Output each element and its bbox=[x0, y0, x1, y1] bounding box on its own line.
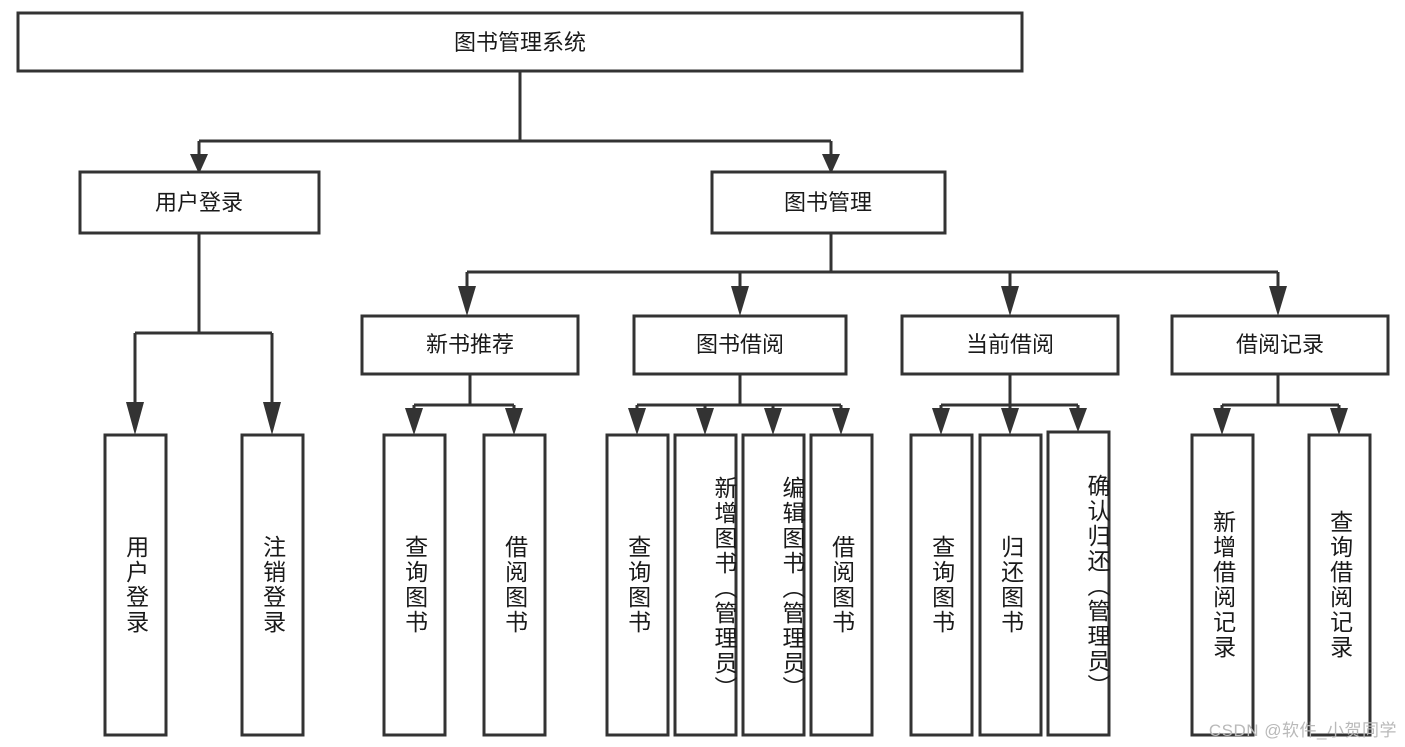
node-box-login[interactable] bbox=[78, 170, 321, 235]
node-box-leaf1[interactable] bbox=[103, 433, 168, 737]
arrow-head-leaf9 bbox=[932, 408, 950, 435]
arrow-head-leaf2 bbox=[263, 402, 281, 435]
arrow-head-bookmgmt bbox=[822, 154, 840, 174]
node-label-login: 用户登录 bbox=[155, 190, 243, 215]
node-box-record[interactable] bbox=[1170, 314, 1390, 376]
node-label-record: 借阅记录 bbox=[1236, 332, 1324, 357]
node-box-current[interactable] bbox=[900, 314, 1120, 376]
node-label-newbook: 新书推荐 bbox=[426, 332, 514, 357]
node-label-borrow: 图书借阅 bbox=[696, 332, 784, 357]
node-box-root[interactable] bbox=[16, 11, 1024, 73]
node-box-leaf12[interactable] bbox=[1190, 433, 1255, 737]
node-box-bookmgmt[interactable] bbox=[710, 170, 947, 235]
connector-layer bbox=[126, 71, 1348, 435]
node-box-leaf13[interactable] bbox=[1307, 433, 1372, 737]
arrow-head-newbook bbox=[458, 286, 476, 316]
node-box-newbook[interactable] bbox=[360, 314, 580, 376]
node-layer: 图书管理系统 用户登录 图书管理 新书推荐 图书借阅 当前借阅 借阅记录 bbox=[16, 11, 1390, 737]
node-box-leaf10[interactable] bbox=[978, 433, 1043, 737]
node-label-current: 当前借阅 bbox=[966, 332, 1054, 357]
node-label-bookmgmt: 图书管理 bbox=[784, 190, 872, 215]
node-box-leaf3[interactable] bbox=[382, 433, 447, 737]
arrow-head-leaf10 bbox=[1001, 408, 1019, 435]
arrow-head-leaf5 bbox=[628, 408, 646, 435]
node-box-leaf7[interactable] bbox=[741, 433, 806, 737]
arrow-head-leaf4 bbox=[505, 408, 523, 435]
arrow-head-record bbox=[1269, 286, 1287, 316]
arrow-head-leaf8 bbox=[832, 408, 850, 435]
node-box-borrow[interactable] bbox=[632, 314, 848, 376]
arrow-head-current bbox=[1001, 286, 1019, 316]
node-box-leaf2[interactable] bbox=[240, 433, 305, 737]
arrow-head-leaf6 bbox=[696, 408, 714, 435]
node-box-leaf5[interactable] bbox=[605, 433, 670, 737]
arrow-head-leaf7 bbox=[764, 408, 782, 435]
arrow-head-borrow bbox=[731, 286, 749, 316]
node-box-leaf9[interactable] bbox=[909, 433, 974, 737]
arrow-head-leaf11 bbox=[1069, 408, 1087, 432]
arrow-head-leaf3 bbox=[405, 408, 423, 435]
node-box-leaf8[interactable] bbox=[809, 433, 874, 737]
node-box-leaf4[interactable] bbox=[482, 433, 547, 737]
arrow-head-login bbox=[190, 154, 208, 174]
node-label-root: 图书管理系统 bbox=[454, 30, 586, 55]
arrow-head-leaf12 bbox=[1213, 408, 1231, 435]
arrow-head-leaf1 bbox=[126, 402, 144, 435]
node-box-leaf6[interactable] bbox=[673, 433, 738, 737]
arrow-head-leaf13 bbox=[1330, 408, 1348, 435]
csdn-watermark: CSDN @软件_小贺同学 bbox=[1208, 721, 1397, 740]
node-box-leaf11[interactable] bbox=[1046, 430, 1111, 737]
